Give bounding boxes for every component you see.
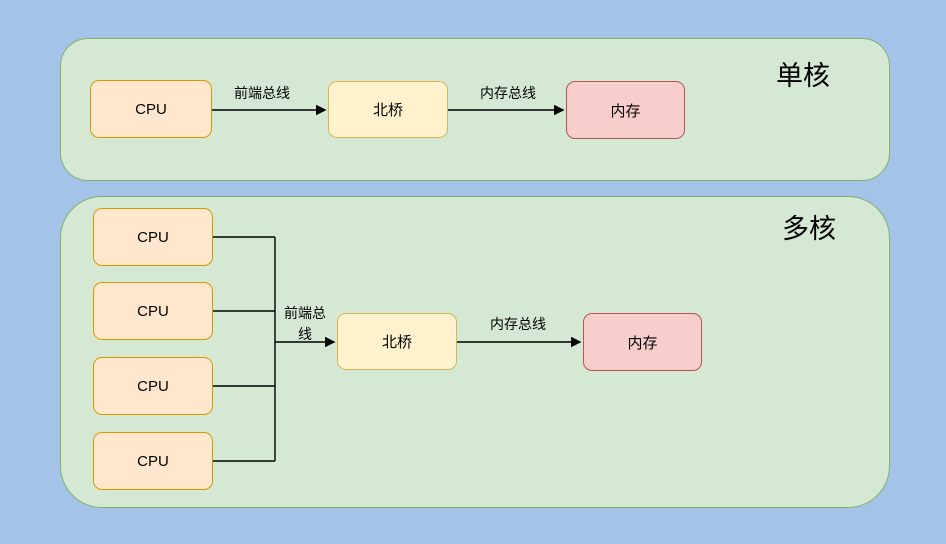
single-core-northbridge-node: 北桥 xyxy=(328,81,448,138)
multi-core-title: 多核 xyxy=(782,214,836,244)
multi-core-memory-node: 内存 xyxy=(583,313,702,371)
multi-core-memory-bus-label: 内存总线 xyxy=(490,316,546,332)
single-core-memory-node: 内存 xyxy=(566,81,685,139)
single-core-front-bus-label: 前端总线 xyxy=(234,85,290,101)
multi-core-cpu-node-3: CPU xyxy=(93,357,213,415)
single-core-cpu-node: CPU xyxy=(90,80,212,138)
multi-core-cpu-node-4: CPU xyxy=(93,432,213,490)
single-core-memory-bus-label: 内存总线 xyxy=(480,85,536,101)
multi-core-cpu-node-2: CPU xyxy=(93,282,213,340)
multi-core-front-bus-label: 前端总线 xyxy=(284,305,326,342)
multi-core-northbridge-node: 北桥 xyxy=(337,313,457,370)
single-core-title: 单核 xyxy=(776,61,830,91)
multi-core-cpu-node-1: CPU xyxy=(93,208,213,266)
